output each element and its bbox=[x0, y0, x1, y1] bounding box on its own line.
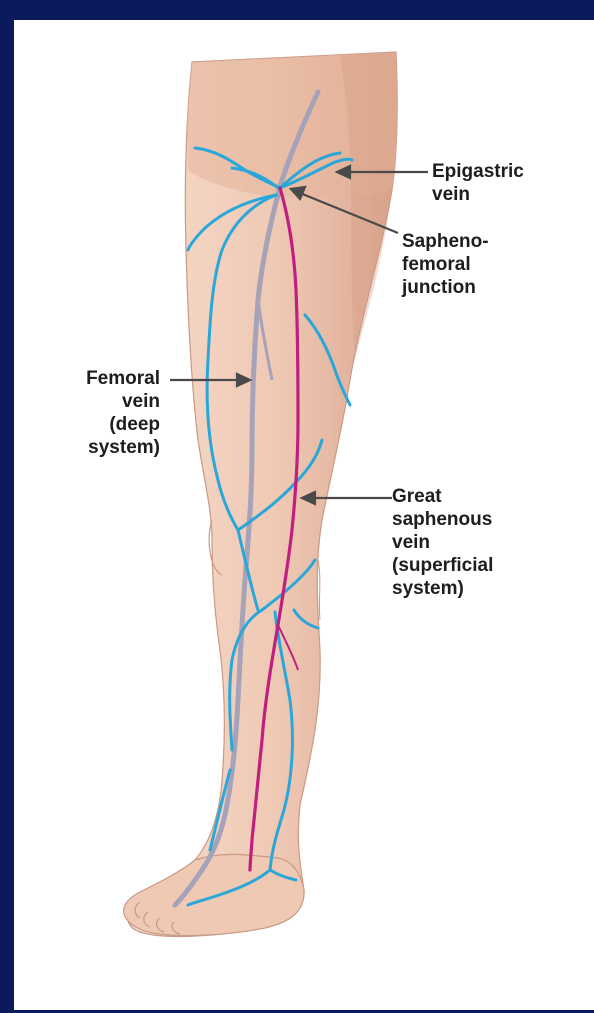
foot bbox=[124, 854, 304, 935]
label-great-saphenous-vein: Great saphenous vein (superficial system… bbox=[392, 485, 493, 600]
label-femoral-vein: Femoral vein (deep system) bbox=[40, 367, 160, 459]
label-saphenofemoral-junction: Sapheno- femoral junction bbox=[402, 230, 489, 299]
label-epigastric-vein: Epigastric vein bbox=[432, 160, 524, 206]
